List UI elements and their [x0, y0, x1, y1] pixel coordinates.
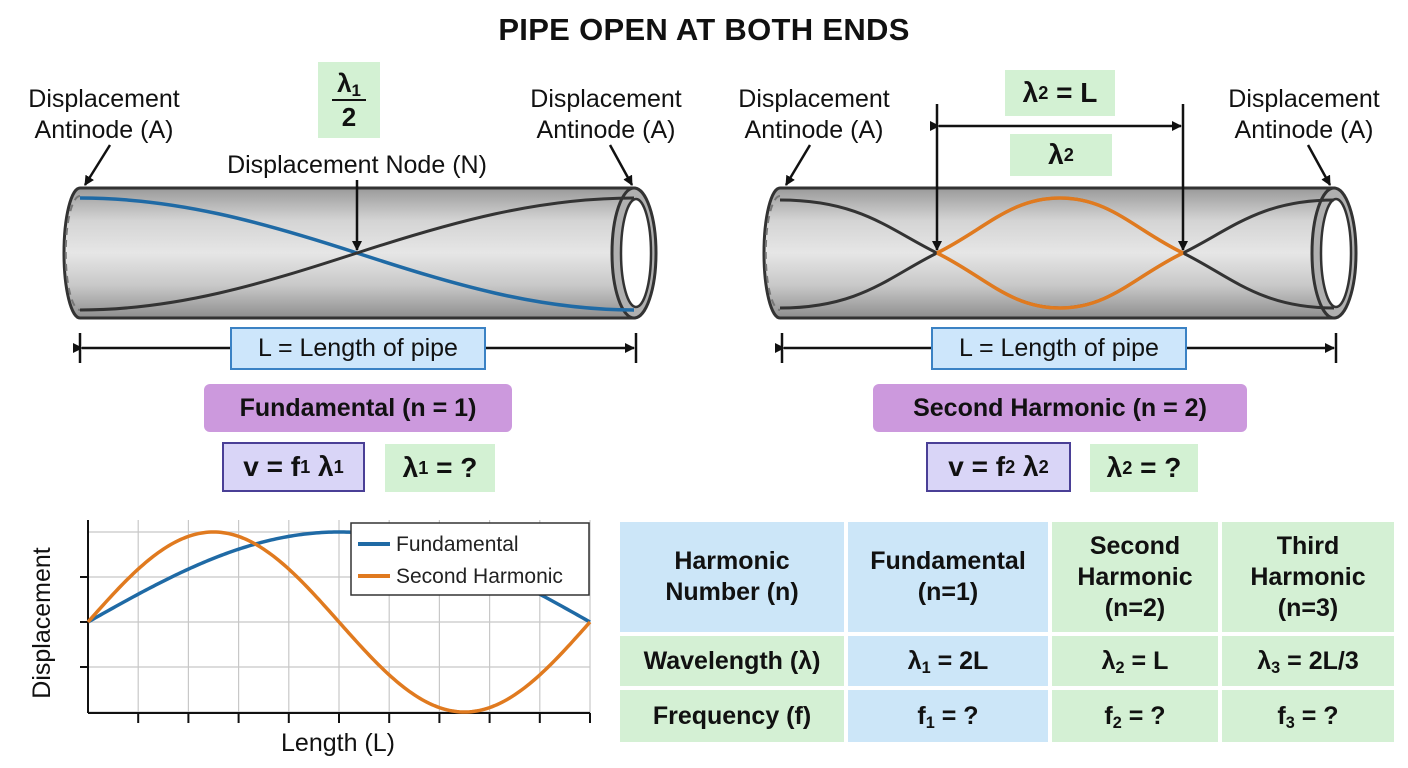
y-axis-label: Displacement	[28, 547, 56, 699]
diagram-title: PIPE OPEN AT BOTH ENDS	[498, 12, 910, 47]
pipe2-left-end-hidden-icon	[764, 195, 781, 311]
cell-frequency-n2: f2 = ?	[1052, 690, 1218, 742]
length-label-1: L = Length of pipe	[230, 327, 486, 370]
second-wave-orange-bottom	[936, 251, 1184, 310]
antinode-left-arrow	[83, 144, 112, 186]
row-label-frequency: Frequency (f)	[620, 690, 844, 742]
cell-frequency-n1: f1 = ?	[848, 690, 1048, 742]
x-axis-label: Length (L)	[281, 729, 395, 757]
pipes-canvas	[62, 104, 1358, 363]
cell-frequency-n3: f3 = ?	[1222, 690, 1394, 742]
pipe-second-harmonic	[762, 104, 1358, 363]
pipe-left-end-hidden-icon	[64, 195, 81, 311]
chart-ticks	[80, 576, 591, 723]
legend-label-fundamental: Fundamental	[396, 533, 519, 556]
pipe-fundamental	[62, 144, 658, 363]
node-label: Displacement Node (N)	[227, 151, 487, 179]
cell-wavelength-n1: λ1 = 2L	[848, 636, 1048, 686]
antinode-right-arrow-2	[1306, 144, 1332, 186]
half-wavelength-fraction: λ1 2	[318, 62, 380, 138]
length-label-2: L = Length of pipe	[931, 327, 1187, 370]
fundamental-wave-black	[79, 196, 635, 312]
series-line-second-harmonic	[86, 530, 592, 714]
row-label-wavelength: Wavelength (λ)	[620, 636, 844, 686]
header-fundamental: Fundamental(n=1)	[848, 522, 1048, 632]
second-harmonic-mode-label: Second Harmonic (n = 2)	[873, 384, 1247, 432]
second-wave-orange-top	[936, 196, 1184, 255]
legend-label-second: Second Harmonic	[396, 565, 563, 588]
cell-wavelength-n3: λ3 = 2L/3	[1222, 636, 1394, 686]
cell-wavelength-n2: λ2 = L	[1052, 636, 1218, 686]
table-row-wavelength: Wavelength (λ) λ1 = 2L λ2 = L λ3 = 2L/3	[620, 636, 1394, 686]
chart-legend: Fundamental Second Harmonic	[350, 522, 590, 596]
displacement-chart: Fundamental Second Harmonic Length (L) D…	[28, 520, 592, 757]
antinode-left-arrow-2	[784, 144, 812, 186]
table-row-frequency: Frequency (f) f1 = ? f2 = ? f3 = ?	[620, 690, 1394, 742]
fundamental-mode-label: Fundamental (n = 1)	[204, 384, 512, 432]
antinode-right-arrow	[608, 144, 634, 186]
